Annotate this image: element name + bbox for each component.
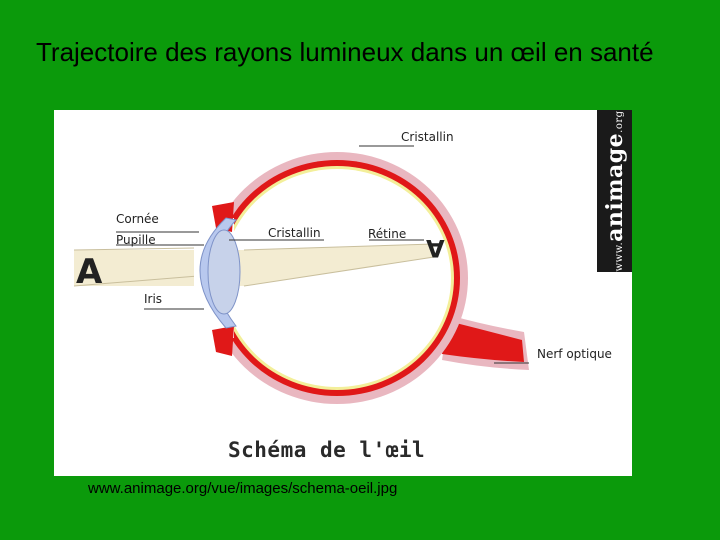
label-retine: Rétine xyxy=(368,227,406,241)
diagram-caption: Schéma de l'œil xyxy=(228,438,425,462)
watermark-logo: www.animage.org xyxy=(597,110,632,272)
label-cristallin-mid: Cristallin xyxy=(268,226,321,240)
eye-diagram: A A Cristallin Cornée Pupille Cristallin… xyxy=(54,110,632,476)
label-nerf-optique: Nerf optique xyxy=(537,347,612,361)
object-letter: A xyxy=(76,252,102,292)
iris-bottom xyxy=(212,326,234,356)
image-letter: A xyxy=(426,234,445,262)
lens xyxy=(208,230,240,314)
label-iris: Iris xyxy=(144,292,162,306)
slide-title: Trajectoire des rayons lumineux dans un … xyxy=(36,34,716,70)
label-pupille: Pupille xyxy=(116,233,156,247)
source-url: www.animage.org/vue/images/schema-oeil.j… xyxy=(88,480,397,497)
eye-diagram-svg xyxy=(54,110,632,476)
label-cristallin-top: Cristallin xyxy=(401,130,454,144)
label-cornee: Cornée xyxy=(116,212,159,226)
